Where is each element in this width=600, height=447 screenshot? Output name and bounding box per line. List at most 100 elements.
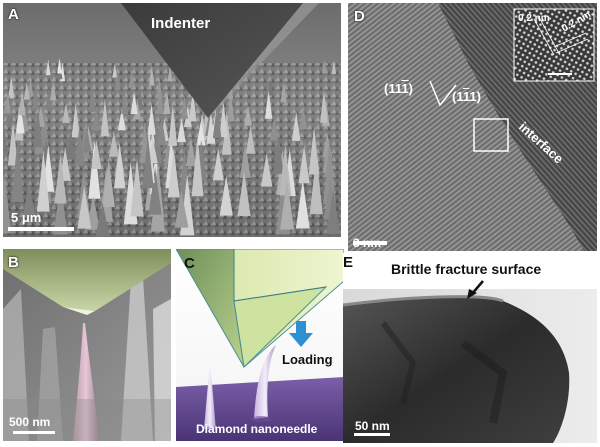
- nanoneedle: [174, 191, 189, 228]
- nanoneedle: [237, 171, 251, 217]
- nanoneedle: [54, 153, 67, 204]
- nanoneedle: [112, 63, 118, 78]
- nanoneedle: [280, 81, 287, 103]
- nanoneedle: [299, 105, 308, 130]
- panel-b: B 500 nm: [3, 249, 171, 441]
- nanoneedle: [57, 57, 62, 74]
- panel-a-label: A: [8, 6, 19, 23]
- nanoneedle: [95, 202, 110, 237]
- nanoneedle: [109, 131, 119, 157]
- plane-1-1bar-1: (111): [452, 89, 481, 104]
- nanoneedle: [91, 140, 102, 170]
- inset-spacing-label-1: 0.2 nm: [518, 13, 550, 24]
- nanoneedle: [323, 141, 336, 204]
- nanoneedle: [3, 173, 12, 234]
- plane-11-1bar: (111): [384, 81, 413, 96]
- nanoneedle: [18, 90, 26, 116]
- panel-d-image: [348, 3, 597, 251]
- nanoneedle: [260, 152, 273, 187]
- nanoneedle: [280, 179, 295, 230]
- nanoneedle: [320, 90, 328, 123]
- nanoneedle: [128, 69, 135, 88]
- panel-b-scalebar-label: 500 nm: [9, 415, 51, 429]
- nanoneedle: [167, 65, 173, 82]
- fractured-needle: [343, 296, 570, 443]
- nanoneedle: [227, 90, 235, 122]
- nanoneedle: [88, 84, 96, 112]
- panel-b-label: B: [8, 254, 19, 271]
- nanoneedle: [272, 132, 284, 174]
- nanoneedle: [88, 140, 101, 199]
- nanoneedle: [295, 179, 310, 229]
- pink-nanoneedle: [73, 323, 99, 441]
- nanoneedle: [219, 175, 233, 216]
- nanoneedle: [180, 94, 189, 119]
- panel-d: D (111) (111) 0.2 nm 0.2 nm interface 3 …: [348, 3, 597, 251]
- nanoneedle: [196, 121, 206, 146]
- nanoneedle: [147, 138, 158, 164]
- panel-c-diagram: [176, 249, 344, 441]
- nanoneedle: [177, 117, 186, 143]
- nanoneedle: [11, 138, 24, 203]
- diamond-nanoneedle-label: Diamond nanoneedle: [196, 422, 318, 436]
- nanoneedle: [168, 105, 178, 146]
- nanoneedle: [45, 59, 51, 76]
- nanoneedle: [219, 101, 228, 138]
- nanoneedle: [22, 182, 36, 218]
- nanoneedle: [8, 75, 15, 99]
- nanoneedle: [33, 108, 43, 148]
- nanoneedle: [130, 157, 144, 217]
- nanoneedle: [212, 100, 222, 139]
- nanoneedle: [71, 103, 80, 138]
- panel-a: A Indenter 5 μm: [3, 3, 341, 237]
- panel-e-label: E: [343, 254, 354, 271]
- panel-e: E Brittle fracture surface 50 nm: [343, 253, 597, 443]
- nanoneedle: [16, 104, 25, 131]
- nanoneedle: [74, 125, 85, 166]
- nanoneedle: [163, 90, 171, 115]
- nanoneedle: [326, 189, 341, 235]
- nanoneedle: [50, 81, 57, 101]
- nanoneedle: [23, 82, 30, 100]
- nanoneedle: [279, 144, 292, 196]
- panel-e-scalebar-label: 50 nm: [355, 419, 390, 433]
- nanoneedle: [267, 78, 274, 96]
- nanoneedle: [117, 108, 126, 131]
- nanoneedle: [77, 185, 92, 229]
- panel-b-image: [3, 249, 171, 441]
- nanoneedle: [82, 127, 92, 153]
- loading-label: Loading: [282, 352, 333, 367]
- loading-arrow-icon: [289, 321, 313, 347]
- nanoneedle: [53, 182, 68, 235]
- panel-c: C Loading Diamond nanoneedle: [176, 249, 344, 441]
- nanoneedle: [3, 119, 8, 153]
- nanoneedle: [157, 115, 167, 146]
- nanoneedle: [191, 137, 204, 197]
- nanoneedle: [130, 91, 138, 114]
- nanoneedle: [7, 122, 19, 166]
- diamond-nanoneedle: [254, 345, 276, 419]
- nanoneedle-array: [3, 57, 341, 237]
- nanoneedle: [212, 148, 224, 181]
- panel-c-label: C: [184, 255, 195, 272]
- nanoneedle: [62, 102, 70, 123]
- panel-d-scalebar-label: 3 nm: [353, 236, 382, 250]
- nanoneedle: [65, 127, 76, 160]
- nanoneedle: [115, 70, 121, 91]
- nanoneedle: [102, 160, 115, 207]
- brittle-fracture-label: Brittle fracture surface: [391, 261, 542, 277]
- panel-a-image: [3, 3, 341, 237]
- panel-e-image: [343, 280, 597, 443]
- nanoneedle: [92, 104, 101, 131]
- nanoneedle: [36, 150, 50, 212]
- nanoneedle: [269, 117, 279, 141]
- nanoneedle: [32, 81, 40, 108]
- selection-box: [473, 118, 509, 152]
- nanoneedle: [331, 60, 337, 74]
- nanoneedle: [239, 143, 251, 178]
- nanoneedle: [309, 154, 323, 215]
- nanoneedle: [185, 137, 197, 167]
- nanoneedle: [298, 145, 310, 184]
- nanoneedle: [167, 149, 180, 198]
- indenter-shape: [121, 3, 303, 118]
